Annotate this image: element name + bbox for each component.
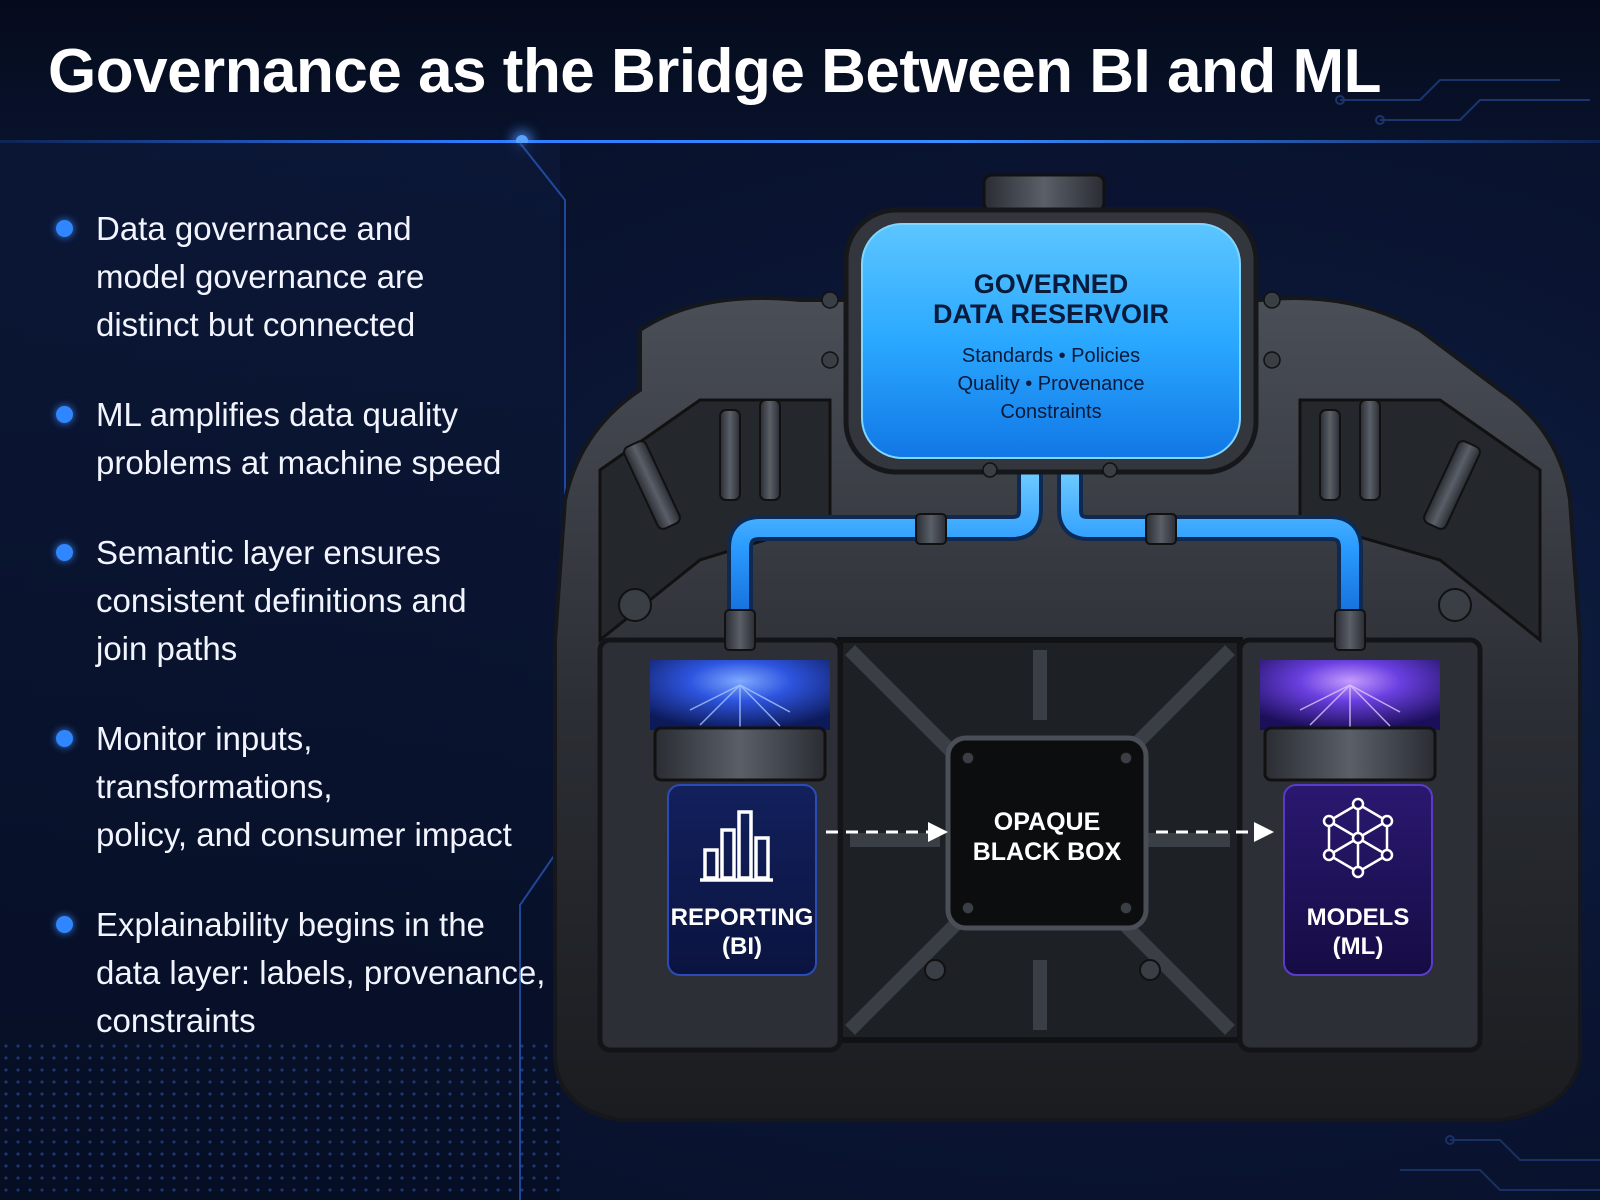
bullet-line: policy, and consumer impact (96, 816, 512, 853)
opaque-black-box (945, 735, 1149, 931)
bullet-line: join paths (96, 630, 238, 667)
bar-chart-icon (700, 810, 773, 882)
bullet-dot-icon (56, 406, 73, 423)
bullet-dot-icon (56, 220, 73, 237)
left-panel (0, 143, 560, 1200)
models-label-line1: MODELS (1307, 904, 1410, 931)
bullet-item: Semantic layer ensures consistent defini… (52, 529, 552, 673)
bullet-line: model governance are (96, 258, 425, 295)
circuit-decoration (1335, 79, 1590, 125)
reservoir-cap (982, 173, 1106, 213)
arrow-bi-to-blackbox (826, 822, 948, 842)
models-ml-panel (1283, 784, 1433, 976)
bullet-dot-icon (56, 544, 73, 561)
reservoir-title-line2: DATA RESERVOIR (933, 299, 1169, 329)
reporting-label-line2: (BI) (722, 933, 762, 960)
reservoir-sub-line3: Constraints (1000, 401, 1101, 423)
black-box-label-line2: BLACK BOX (973, 838, 1122, 866)
bullet-list: Data governance and model governance are… (52, 205, 552, 1045)
bullet-item: Monitor inputs, transformations, policy,… (52, 715, 552, 859)
piston-left (653, 726, 827, 782)
pipe-right (1057, 455, 1363, 640)
header-divider (0, 140, 1600, 143)
bullet-item: ML amplifies data quality problems at ma… (52, 391, 552, 487)
bullet-line: constraints (96, 1002, 256, 1039)
circuit-decoration-bottom (1400, 1135, 1600, 1191)
reservoir-title-line1: GOVERNED (974, 269, 1129, 299)
injector-right (1334, 609, 1366, 651)
engine-side-bolts (618, 588, 1472, 981)
reservoir-sub-line1: Standards • Policies (962, 345, 1140, 367)
arrow-blackbox-to-ml (1156, 822, 1274, 842)
bi-spark-lines (689, 684, 791, 728)
bullet-line: distinct but connected (96, 306, 416, 343)
pipe-left (727, 455, 1043, 640)
bullet-line: Data governance and (96, 210, 412, 247)
black-box-label-line1: OPAQUE (994, 808, 1101, 836)
bullet-item: Explainability begins in the data layer:… (52, 901, 552, 1045)
neural-network-icon (1322, 797, 1394, 879)
bullet-line: data layer: labels, provenance, (96, 954, 546, 991)
bullet-dot-icon (56, 730, 73, 747)
piston-right (1263, 726, 1437, 782)
ml-spark-lines (1299, 684, 1401, 728)
injector-left (724, 609, 756, 651)
header-bar (0, 0, 1600, 142)
reporting-label-line1: REPORTING (671, 904, 814, 931)
bullet-line: ML amplifies data quality (96, 396, 458, 433)
bullet-line: Explainability begins in the (96, 906, 485, 943)
valve-springs-left (623, 399, 781, 530)
bullet-line: consistent definitions and (96, 582, 467, 619)
valve-springs-right (1319, 399, 1481, 530)
models-label-line2: (ML) (1333, 933, 1384, 960)
reservoir-sub-line2: Quality • Provenance (957, 373, 1144, 395)
reservoir-bolts (821, 291, 1281, 478)
black-box-bolts (961, 751, 1133, 915)
bullet-line: Monitor inputs, transformations, (96, 720, 333, 805)
bullet-item: Data governance and model governance are… (52, 205, 552, 349)
governed-data-reservoir (861, 223, 1241, 459)
bullet-dot-icon (56, 916, 73, 933)
page-title: Governance as the Bridge Between BI and … (48, 37, 1381, 106)
bullet-line: problems at machine speed (96, 444, 502, 481)
decorative-dot-grid (0, 1040, 560, 1200)
bullet-line: Semantic layer ensures (96, 534, 441, 571)
